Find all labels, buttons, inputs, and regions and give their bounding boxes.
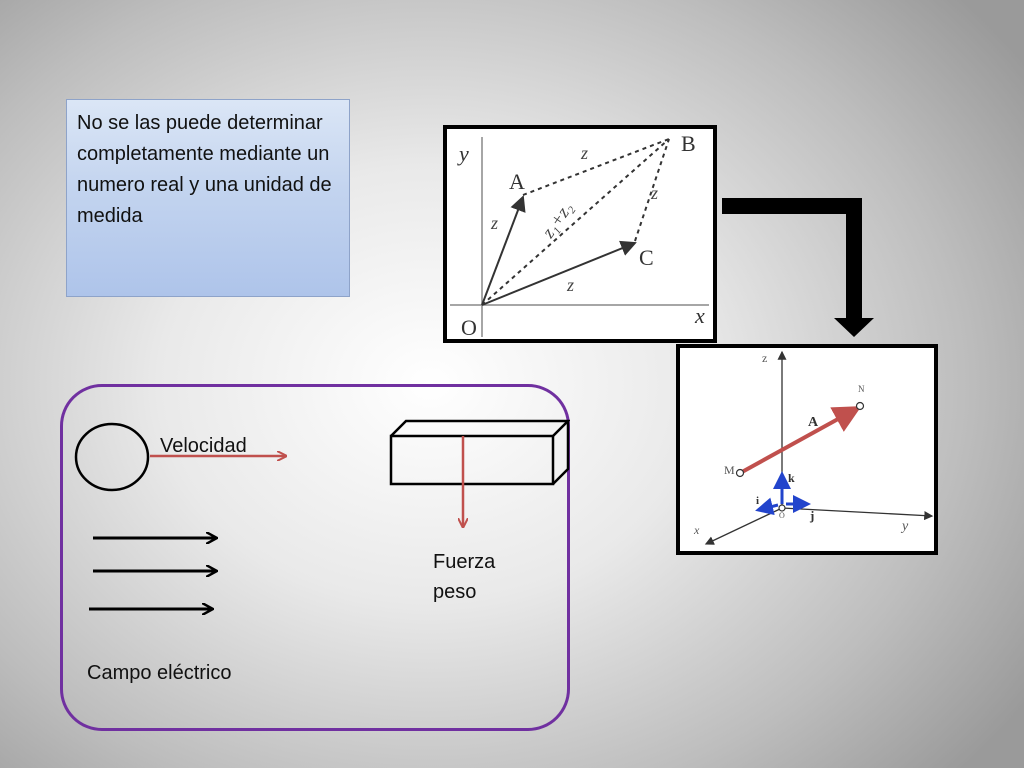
examples-drawing: [74, 419, 570, 731]
dashed-ob: [481, 138, 670, 306]
ball-circle: [74, 422, 150, 492]
origin-label: O: [461, 315, 477, 339]
origin-label: O: [779, 511, 785, 520]
velocity-label: Velocidad: [160, 435, 247, 457]
label-z2: z: [580, 143, 588, 163]
point-m-label: M: [724, 463, 735, 477]
unit-k-label: k: [788, 471, 795, 485]
point-n-label: N: [858, 384, 865, 394]
block-side: [552, 421, 570, 485]
vector-oc: [481, 240, 637, 306]
label-z1: z: [490, 213, 498, 233]
origin-dot: [778, 504, 786, 512]
description-textbox: No se las puede determinar completamente…: [66, 99, 350, 297]
vector-addition-diagram: y x O A B C z z z z z₁+z₂: [450, 131, 709, 339]
electric-field-label: Campo eléctrico: [87, 662, 232, 684]
unit-i-vector: [755, 497, 779, 516]
axis-z-label: z: [762, 351, 767, 365]
dashed-ab: [522, 138, 670, 196]
vector-3d-figure: z y x M N A k j i O: [676, 344, 938, 555]
x-axis-line: [704, 507, 783, 545]
axis-x-label: x: [694, 303, 705, 328]
description-text: No se las puede determinar completamente…: [77, 112, 332, 227]
label-z4: z: [566, 275, 574, 295]
y-axis-line: [781, 507, 934, 521]
connector-arrow-shape: [722, 198, 874, 337]
unit-i-label: i: [756, 495, 759, 507]
vector-addition-figure: y x O A B C z z z z z₁+z₂: [443, 125, 717, 343]
vector-oa: [481, 195, 526, 306]
point-b-label: B: [681, 131, 696, 156]
axis-y-label: y: [900, 519, 909, 534]
dashed-cb: [634, 138, 670, 242]
axis-y-label: y: [457, 141, 469, 166]
examples-panel: Velocidad Fuerza peso Campo eléctrico: [60, 384, 570, 731]
vector-3d-diagram: z y x M N A k j i O: [693, 350, 934, 545]
point-a-label: A: [509, 169, 525, 194]
point-n-dot: [855, 401, 865, 411]
unit-j-label: j: [809, 508, 814, 523]
weight-label: Fuerza peso: [433, 551, 496, 603]
block-top: [390, 419, 570, 437]
point-m-dot: [735, 468, 745, 478]
label-z3: z: [650, 183, 658, 203]
vector-a-label: A: [808, 415, 819, 430]
vector-a-arrow: [741, 406, 862, 474]
block-front: [389, 434, 555, 486]
axis-x-label: x: [693, 523, 700, 537]
point-c-label: C: [639, 245, 654, 270]
label-sum: z₁+z₂: [537, 198, 576, 242]
